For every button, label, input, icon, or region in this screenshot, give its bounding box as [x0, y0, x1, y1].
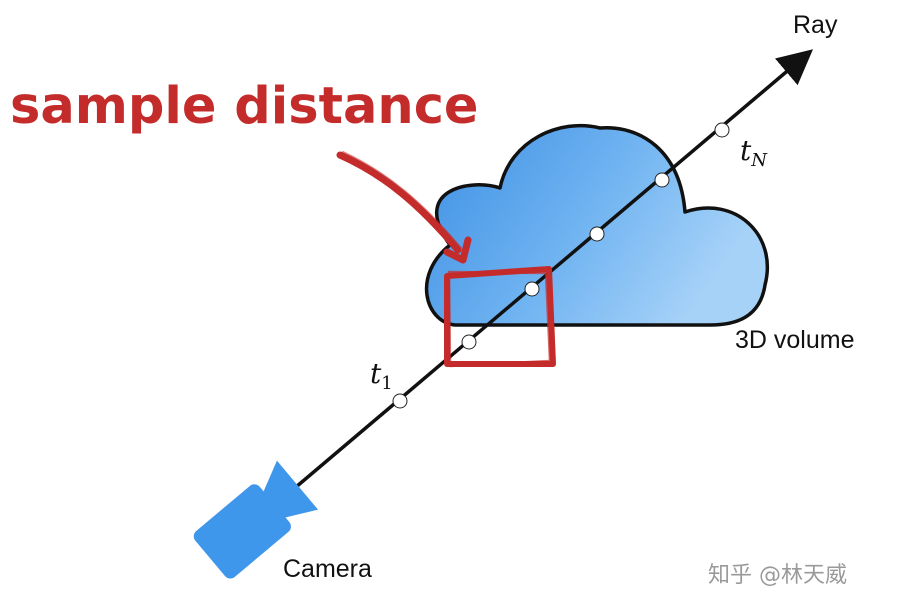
- heading-sample-distance: sample distance: [10, 77, 479, 136]
- volume-label: 3D volume: [735, 326, 855, 354]
- sample-point: [461, 334, 477, 350]
- sample-point: [589, 226, 605, 242]
- pointer-arrow: [336, 151, 472, 264]
- sample-point: [524, 281, 540, 297]
- video-camera-icon: [193, 460, 319, 579]
- sample-point: [714, 122, 730, 138]
- t-last-label: tN: [740, 134, 768, 171]
- camera-label: Camera: [283, 555, 372, 583]
- sample-distance-box: [444, 266, 556, 368]
- cloud-volume: [424, 123, 769, 327]
- t-first-label: t1: [370, 357, 393, 394]
- watermark: 知乎 @林天威: [708, 563, 847, 588]
- ray-label: Ray: [793, 11, 838, 39]
- sample-point: [392, 393, 408, 409]
- sample-points: [392, 122, 730, 409]
- sample-point: [654, 172, 670, 188]
